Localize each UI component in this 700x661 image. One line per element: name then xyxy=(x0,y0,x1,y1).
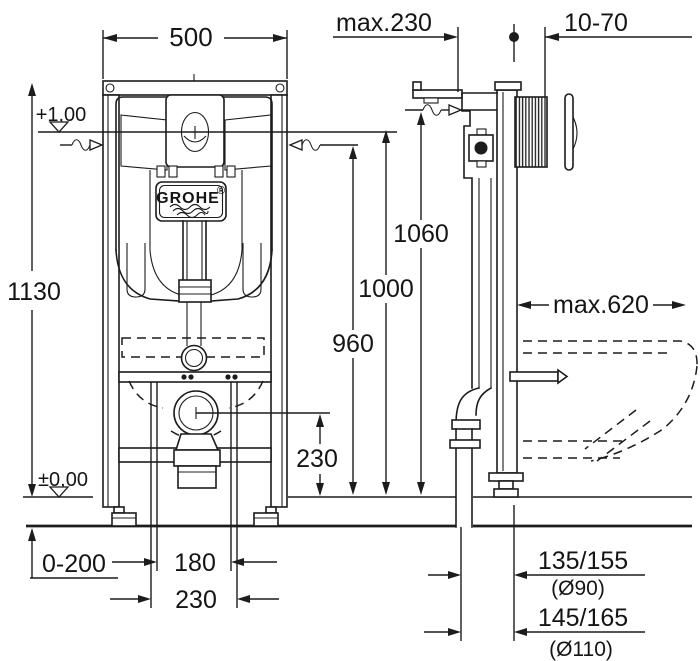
level-triangle-icon xyxy=(48,121,70,133)
dim-bolt-spacing: 180 xyxy=(112,549,277,577)
flush-plate-recess xyxy=(165,94,225,168)
svg-text:(Ø90): (Ø90) xyxy=(551,577,605,600)
svg-text:+1,00: +1,00 xyxy=(36,104,87,126)
center-mark xyxy=(509,24,519,62)
logo-wave-icon xyxy=(169,203,211,211)
svg-text:145/165: 145/165 xyxy=(538,604,628,632)
level-plate-marker: +1,00 xyxy=(36,104,87,133)
break-symbol-icon xyxy=(301,139,321,151)
break-symbol-icon xyxy=(422,104,442,116)
drain-elbow-pipe xyxy=(449,386,493,528)
bowl-outline-dashed-side xyxy=(523,340,698,462)
svg-text:max.620: max.620 xyxy=(553,291,649,319)
svg-text:1060: 1060 xyxy=(393,220,449,248)
break-arrow-icon xyxy=(448,104,463,116)
level-triangle-icon xyxy=(48,486,70,498)
dim-depth-max: max.230 xyxy=(333,9,459,92)
dimension-annotations: 500 max.230 10-70 1130 xyxy=(7,9,692,661)
frame-rail-left xyxy=(102,94,120,508)
revision-shaft-hatched xyxy=(514,96,548,168)
grohe-logo-plate: GROHE ® xyxy=(155,181,227,222)
corner-screw-icon xyxy=(105,83,115,93)
flush-plate-side xyxy=(564,93,578,171)
cistern-tank xyxy=(115,96,273,302)
corner-screw-icon xyxy=(275,83,285,93)
frame-top-rail xyxy=(102,80,288,96)
dim-outlet-90: 135/155 (Ø90) xyxy=(428,547,645,600)
adjustable-feet xyxy=(111,506,279,527)
svg-text:±0,00: ±0,00 xyxy=(38,469,88,491)
logo-wave-icon xyxy=(176,211,206,219)
fill-valve-fixing xyxy=(468,128,494,168)
break-symbol-icon xyxy=(71,139,91,151)
svg-text:(Ø110): (Ø110) xyxy=(549,638,613,661)
dim-fixing-spacing: 230 xyxy=(110,586,279,614)
dim-inlet-height: 960 xyxy=(332,146,374,495)
svg-text:1000: 1000 xyxy=(358,275,414,303)
dim-drain-height: 230 xyxy=(296,414,338,496)
grohe-logo-text: GROHE xyxy=(156,190,220,207)
svg-text:1130: 1130 xyxy=(7,278,61,306)
dim-floor-adjust: 0-200 xyxy=(28,528,118,579)
front-view: GROHE ® xyxy=(102,74,288,527)
dim-bowl-depth: max.620 xyxy=(517,291,686,319)
mounting-clevises xyxy=(156,165,236,178)
svg-text:230: 230 xyxy=(175,586,217,614)
svg-text:960: 960 xyxy=(332,330,374,358)
dim-outlet-110: 145/165 (Ø110) xyxy=(424,604,645,661)
logo-wave-icon xyxy=(172,207,209,215)
dim-total-height: 1130 xyxy=(7,83,61,497)
svg-text:max.230: max.230 xyxy=(336,9,432,37)
level-floor-marker: ±0,00 xyxy=(38,469,88,498)
drain-sleeve xyxy=(173,433,221,489)
dim-wall-range: 10-70 xyxy=(544,9,692,97)
break-arrow-icon xyxy=(288,139,303,151)
svg-text:500: 500 xyxy=(169,22,212,52)
reference-lines xyxy=(38,104,497,414)
floor-lines xyxy=(23,496,692,528)
bowl-outline-dashed-front xyxy=(128,380,264,440)
svg-text:135/155: 135/155 xyxy=(538,547,628,575)
dim-front-width: 500 xyxy=(102,22,288,79)
lower-cross-rail xyxy=(118,371,272,383)
dim-plate-height: 1000 xyxy=(358,130,414,495)
svg-text:10-70: 10-70 xyxy=(564,9,628,37)
svg-text:180: 180 xyxy=(174,549,216,577)
break-arrow-icon xyxy=(89,139,104,151)
dim-frame-height: 1060 xyxy=(393,112,449,495)
svg-text:230: 230 xyxy=(296,445,338,473)
svg-text:0-200: 0-200 xyxy=(42,550,106,578)
side-view xyxy=(412,81,698,530)
registered-mark: ® xyxy=(217,185,225,197)
cistern-side-profile xyxy=(461,92,498,389)
wall-anchor-arm xyxy=(412,81,463,104)
side-rail xyxy=(496,89,518,474)
frame-rail-right xyxy=(270,94,288,508)
outlet-extension-lines xyxy=(150,382,238,608)
wc-fixing-stud xyxy=(509,368,569,385)
side-rail-foot xyxy=(488,472,524,498)
flush-pipe xyxy=(178,220,212,303)
